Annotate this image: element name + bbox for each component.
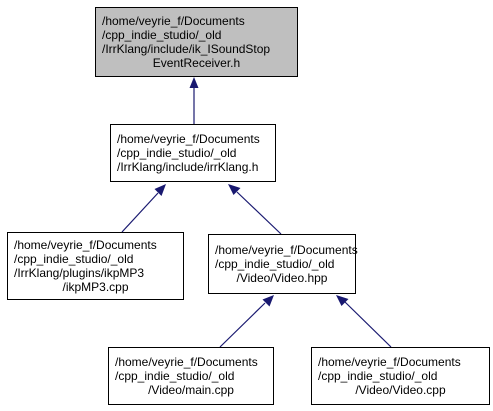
edge-ikpmp3-to-irrklang	[121, 184, 166, 233]
node-line: EventReceiver.h	[152, 56, 241, 70]
node-line: /IrrKlang/plugins/ikpMP3	[14, 266, 145, 280]
node-irrklang-h[interactable]: /home/veyrie_f/Documents /cpp_indie_stud…	[110, 124, 276, 182]
node-line: /cpp_indie_studio/_old	[102, 28, 222, 42]
node-line: /ikpMP3.cpp	[62, 280, 129, 294]
arrowhead-icon	[154, 184, 166, 196]
node-main-cpp[interactable]: /home/veyrie_f/Documents /cpp_indie_stud…	[108, 347, 274, 405]
edge-main-to-videohpp	[219, 295, 274, 348]
node-line: /Video/Video.cpp	[355, 383, 446, 397]
node-line: /IrrKlang/include/irrKlang.h	[117, 160, 259, 174]
arrowhead-icon	[336, 295, 349, 306]
arrowhead-icon	[262, 295, 274, 307]
edge-irrklang-to-ik-isoundstop	[189, 77, 199, 124]
node-ik-isoundstop-eventreceiver-h[interactable]: /home/veyrie_f/Documents /cpp_indie_stud…	[95, 7, 298, 77]
node-video-hpp[interactable]: /home/veyrie_f/Documents /cpp_indie_stud…	[208, 234, 358, 294]
node-line: /cpp_indie_studio/_old	[215, 257, 335, 271]
arrowhead-icon	[189, 77, 199, 88]
node-line: /home/veyrie_f/Documents	[14, 238, 157, 252]
node-line: /cpp_indie_studio/_old	[14, 252, 134, 266]
edge-videocpp-to-videohpp	[336, 295, 392, 348]
node-video-cpp[interactable]: /home/veyrie_f/Documents /cpp_indie_stud…	[311, 347, 490, 405]
node-line: /IrrKlang/include/ik_ISoundStop	[102, 42, 271, 56]
node-ikpmp3-cpp[interactable]: /home/veyrie_f/Documents /cpp_indie_stud…	[7, 232, 184, 300]
arrowhead-icon	[228, 184, 241, 195]
node-line: /Video/Video.hpp	[236, 271, 328, 285]
node-line: /home/veyrie_f/Documents	[318, 355, 461, 369]
node-line: /home/veyrie_f/Documents	[215, 243, 358, 257]
node-line: /home/veyrie_f/Documents	[117, 132, 260, 146]
edge-videohpp-to-irrklang	[228, 184, 282, 235]
node-line: /cpp_indie_studio/_old	[117, 146, 237, 160]
node-line: /home/veyrie_f/Documents	[115, 355, 258, 369]
node-line: /home/veyrie_f/Documents	[102, 14, 245, 28]
node-line: /cpp_indie_studio/_old	[115, 369, 235, 383]
node-line: /Video/main.cpp	[148, 383, 234, 397]
node-line: /cpp_indie_studio/_old	[318, 369, 438, 383]
